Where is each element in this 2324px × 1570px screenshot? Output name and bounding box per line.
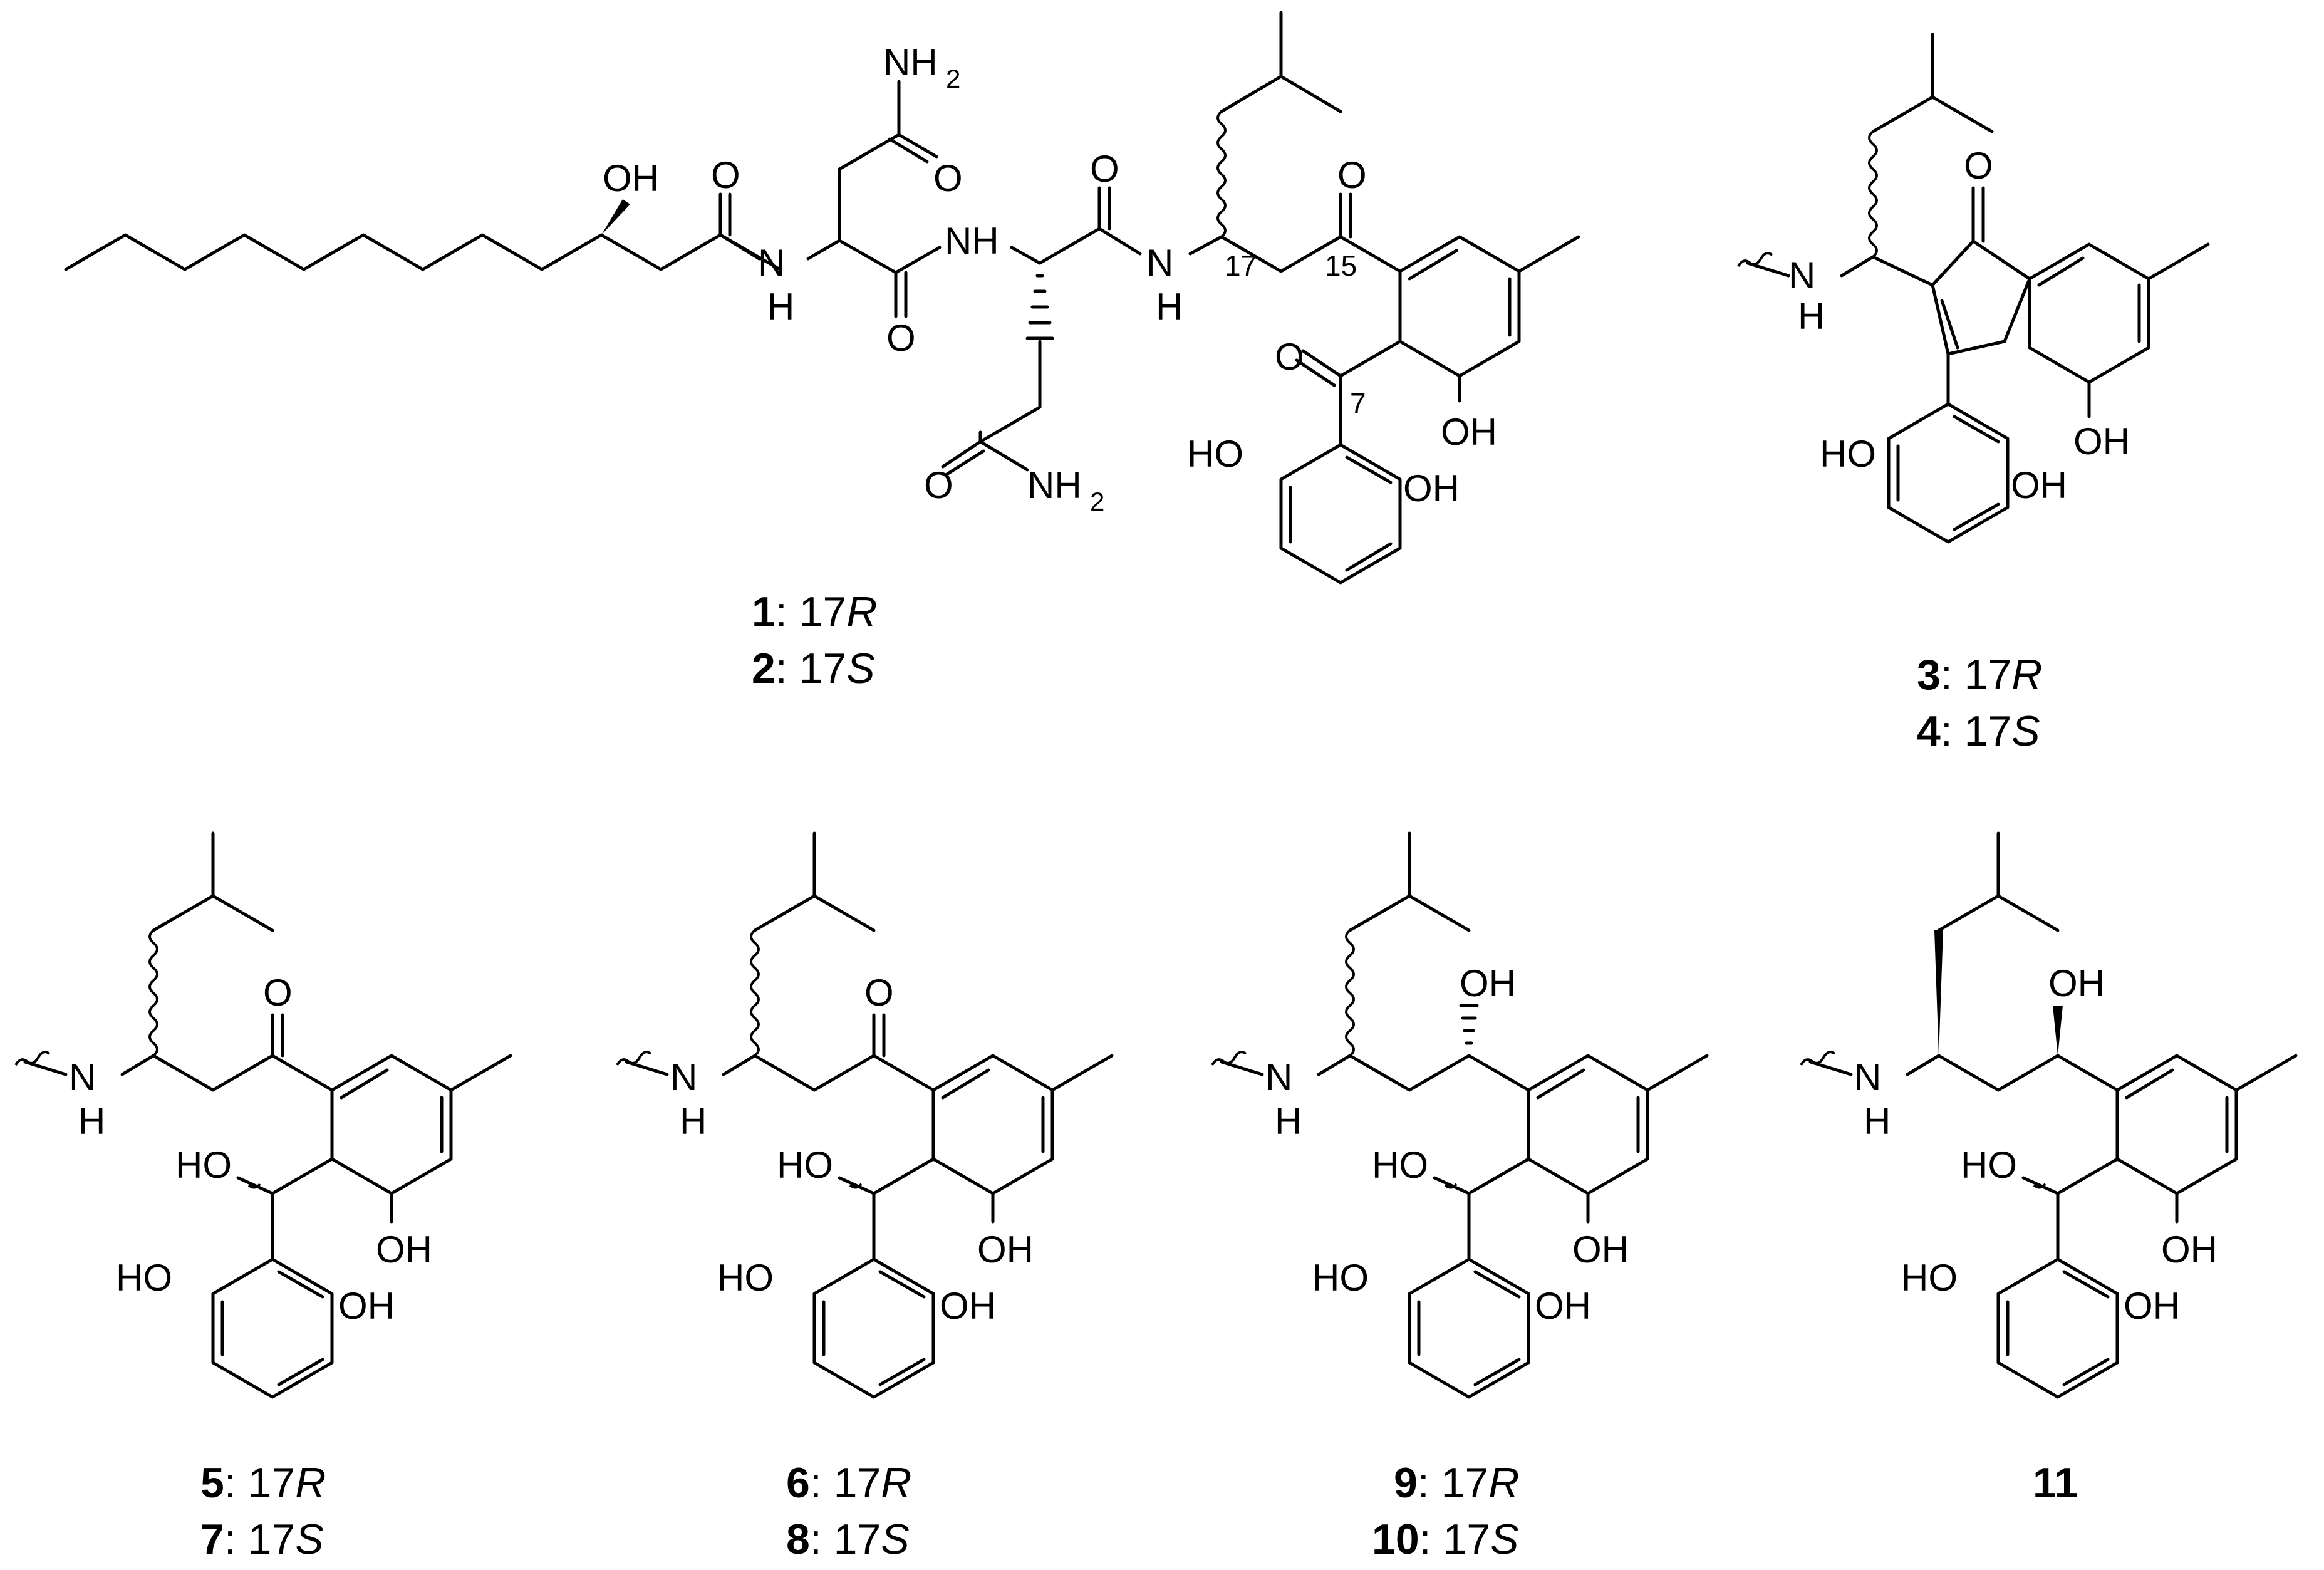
locant-15: 15: [1325, 249, 1357, 282]
hash-wedge-gln: [1025, 274, 1054, 340]
compound-label-11: 11: [2033, 1459, 2078, 1507]
atom-ho: HO: [1187, 433, 1243, 475]
atom-n: N: [1146, 242, 1173, 284]
compound-label-2: 2: 17S: [752, 645, 875, 692]
compound-label-5: 5: 17R: [200, 1459, 326, 1507]
atom-labels-6-8: N H O HO OH HO OH: [670, 972, 1034, 1327]
atom-oh: OH: [2048, 962, 2105, 1004]
atom-n: N: [1265, 1056, 1292, 1098]
atom-h: H: [1864, 1100, 1891, 1142]
atom-o: O: [864, 972, 894, 1014]
atom-h: H: [680, 1100, 707, 1142]
compound-labels: 1: 17R 2: 17S 3: 17R 4: 17S 5: 17R 7: 17…: [200, 588, 2078, 1563]
atom-o: O: [886, 317, 916, 359]
compound-label-10: 10: 17S: [1372, 1515, 1518, 1563]
atom-ho: HO: [1901, 1257, 1958, 1299]
atom-labels-5-7: N H O HO OH HO OH: [69, 972, 432, 1327]
atom-n: N: [69, 1056, 96, 1098]
atom-oh: OH: [2161, 1229, 2218, 1271]
compound-label-3: 3: 17R: [1917, 651, 2042, 699]
atom-nh: NH: [945, 220, 999, 262]
atom-n: N: [1788, 254, 1815, 296]
atom-oh: OH: [376, 1229, 432, 1271]
atom-labels-11: N H OH HO OH HO OH: [1854, 962, 2218, 1327]
atom-oh: OH: [2073, 420, 2130, 462]
atom-oh: OH: [1441, 411, 1497, 453]
atom-nh2-sub: 2: [946, 64, 960, 93]
structure-9-10: [1211, 831, 1709, 1399]
atom-o: O: [933, 157, 963, 199]
atom-o: O: [711, 154, 740, 196]
compound-label-1: 1: 17R: [752, 588, 877, 636]
atom-o: O: [263, 972, 293, 1014]
atom-h: H: [78, 1100, 105, 1142]
structure-5-7: [14, 831, 512, 1399]
compound-label-6: 6: 17R: [786, 1459, 911, 1507]
locant-7: 7: [1350, 387, 1366, 420]
atom-o: O: [1337, 154, 1367, 196]
atom-o: O: [924, 464, 953, 506]
atom-ho: HO: [175, 1144, 232, 1186]
compound-label-8: 8: 17S: [786, 1515, 910, 1563]
atom-h: H: [1275, 1100, 1302, 1142]
atom-ho: HO: [777, 1144, 833, 1186]
atom-oh: OH: [2124, 1285, 2180, 1327]
atom-ho: HO: [717, 1257, 774, 1299]
atom-labels: OH O N H NH 2 O O NH O O NH 2 N H 17 15 …: [603, 41, 2130, 516]
compound-label-9: 9: 17R: [1394, 1459, 1519, 1507]
atom-oh: OH: [1572, 1229, 1629, 1271]
atom-nh2: NH: [1027, 464, 1082, 506]
atom-h: H: [1156, 286, 1183, 328]
structure-1-2: [64, 11, 1580, 585]
atom-oh: OH: [603, 157, 659, 199]
atom-oh: OH: [1403, 467, 1460, 509]
atom-ho: HO: [1312, 1257, 1369, 1299]
structure-3-4: [1737, 33, 2210, 544]
atom-ho: HO: [1372, 1144, 1428, 1186]
atom-ho: HO: [1820, 433, 1876, 475]
atom-n: N: [1854, 1056, 1881, 1098]
structure-6-8: [616, 831, 1114, 1399]
atom-nh2-sub: 2: [1090, 487, 1104, 516]
atom-o: O: [1964, 145, 1993, 187]
atom-n: N: [670, 1056, 697, 1098]
atom-o: O: [1090, 148, 1119, 190]
compound-label-7: 7: 17S: [200, 1515, 324, 1563]
atom-oh: OH: [338, 1285, 395, 1327]
locant-17: 17: [1225, 249, 1257, 282]
atom-labels-9-10: N H OH HO OH HO OH: [1265, 962, 1629, 1327]
atom-oh: OH: [2011, 464, 2067, 506]
atom-h: H: [767, 286, 794, 328]
atom-oh: OH: [977, 1229, 1034, 1271]
atom-oh: OH: [1535, 1285, 1591, 1327]
atom-n: N: [758, 242, 785, 284]
atom-h: H: [1798, 295, 1825, 337]
atom-nh2: NH: [883, 41, 938, 83]
atom-oh: OH: [1460, 962, 1516, 1004]
atom-ho: HO: [116, 1257, 172, 1299]
atom-o: O: [1275, 336, 1304, 378]
structure-11: [1800, 831, 2298, 1399]
compound-label-4: 4: 17S: [1917, 707, 2040, 755]
atom-ho: HO: [1961, 1144, 2017, 1186]
atom-oh: OH: [940, 1285, 996, 1327]
